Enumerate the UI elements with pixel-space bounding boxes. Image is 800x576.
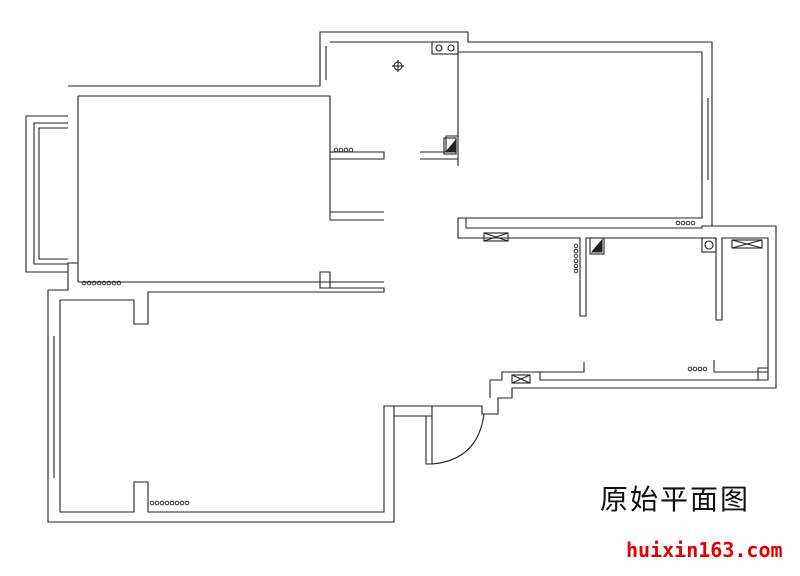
vent-box-icon <box>731 239 763 249</box>
radiator-dot <box>690 220 696 226</box>
radiator-dot <box>169 500 175 506</box>
radiator-dot <box>91 280 97 286</box>
radiator-dot <box>106 280 112 286</box>
exterior-wall <box>47 31 777 523</box>
radiator-circles-icon <box>675 220 696 226</box>
radiator-dot <box>573 268 579 274</box>
radiator-dot <box>81 280 87 286</box>
radiator-dot <box>343 147 349 153</box>
radiator-dot <box>338 147 344 153</box>
radiator-circles-icon <box>573 243 579 274</box>
entry-door <box>425 413 485 465</box>
flue-triangle-icon <box>443 137 457 155</box>
radiator-dot <box>179 500 185 506</box>
radiator-dot <box>333 147 339 153</box>
radiator-dot <box>348 147 354 153</box>
window-left <box>47 336 55 478</box>
radiator-dot <box>697 366 703 372</box>
radiator-dot <box>184 500 190 506</box>
double-burner-icon <box>431 41 459 55</box>
radiator-circles-icon <box>333 147 354 153</box>
radiator-dot <box>675 220 681 226</box>
radiator-dot <box>573 248 579 254</box>
radiator-dot <box>149 500 155 506</box>
radiator-dot <box>573 253 579 259</box>
radiator-dot <box>159 500 165 506</box>
kitchen-walls <box>330 135 458 213</box>
radiator-dot <box>573 243 579 249</box>
radiator-dot <box>111 280 117 286</box>
corridor-walls <box>457 217 769 381</box>
radiator-dot <box>573 263 579 269</box>
radiator-dot <box>680 220 686 226</box>
radiator-dot <box>86 280 92 286</box>
radiator-dot <box>692 366 698 372</box>
radiator-dot <box>702 366 708 372</box>
bay-window <box>25 115 68 273</box>
vent-box-icon <box>483 232 509 242</box>
radiator-dot <box>174 500 180 506</box>
boiler-icon <box>701 237 717 253</box>
radiator-dot <box>685 220 691 226</box>
plan-title: 原始平面图 <box>600 483 751 516</box>
vent-box-icon <box>511 374 531 384</box>
radiator-dot <box>101 280 107 286</box>
radiator-dot <box>164 500 170 506</box>
radiator-dot <box>573 258 579 264</box>
radiator-dot <box>116 280 122 286</box>
window-right-bedroom <box>701 98 709 180</box>
radiator-dot <box>687 366 693 372</box>
watermark-text: huixin163.com <box>626 538 783 562</box>
radiator-group <box>81 147 708 506</box>
radiator-dot <box>96 280 102 286</box>
radiator-circles-icon <box>687 366 708 372</box>
window-kitchen <box>319 46 327 80</box>
flue-triangle-icon <box>589 237 605 255</box>
crosshair-circle-icon <box>392 60 404 72</box>
radiator-circles-icon <box>149 500 190 506</box>
radiator-dot <box>154 500 160 506</box>
living-room-walls <box>59 271 540 513</box>
radiator-circles-icon <box>81 280 122 286</box>
